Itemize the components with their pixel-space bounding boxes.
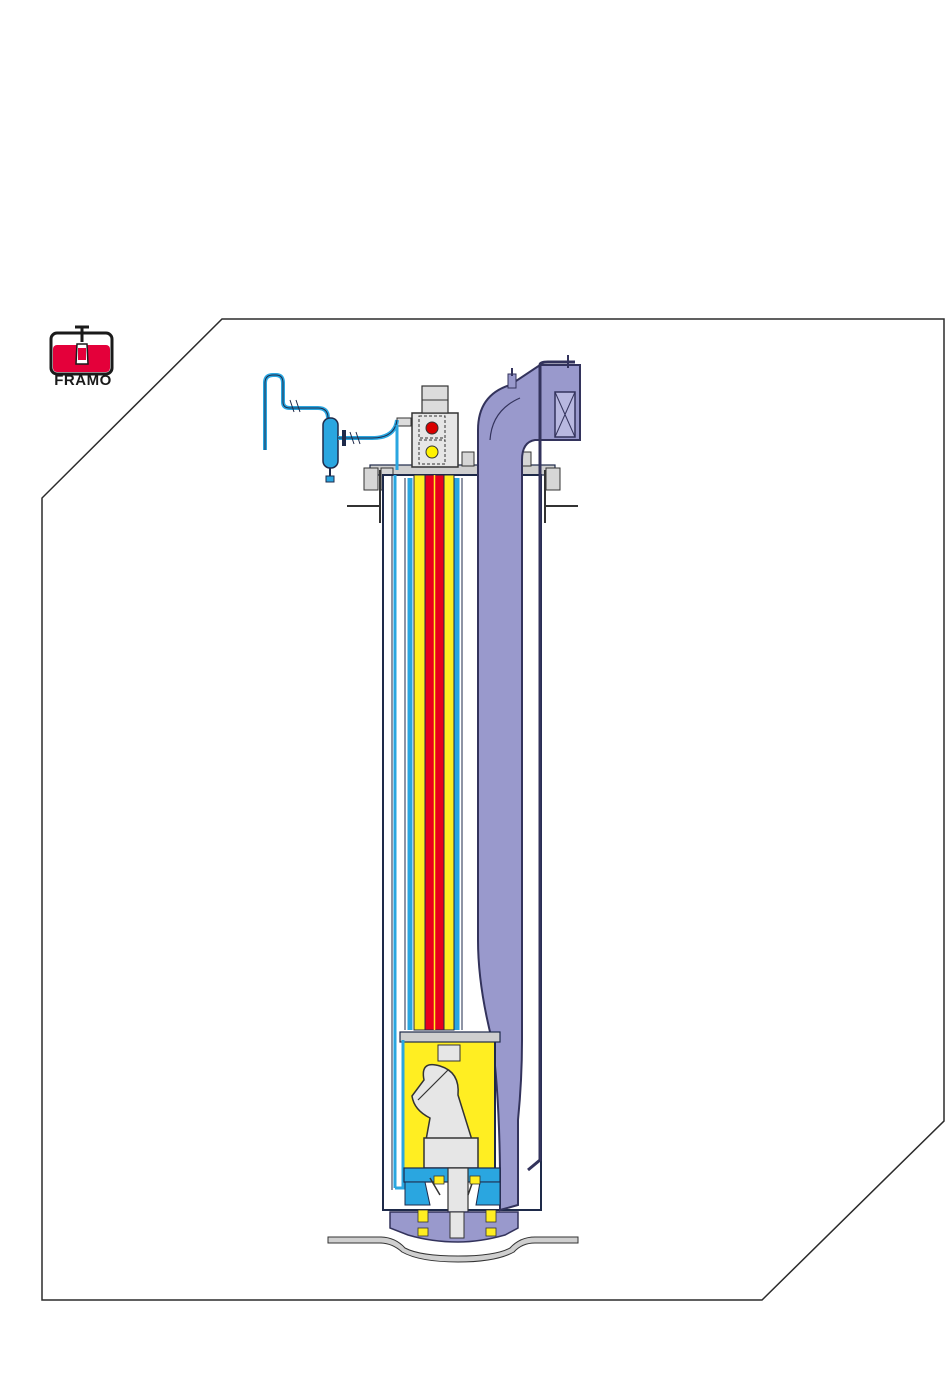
purging-separator <box>323 418 338 468</box>
purging-line <box>265 375 328 450</box>
red-indicator <box>426 422 438 434</box>
yellow-indicator <box>426 446 438 458</box>
cargo-pump-impeller-section <box>390 1168 518 1242</box>
framo-logo-text: FRAMO <box>47 372 119 389</box>
framo-logo <box>51 327 112 374</box>
